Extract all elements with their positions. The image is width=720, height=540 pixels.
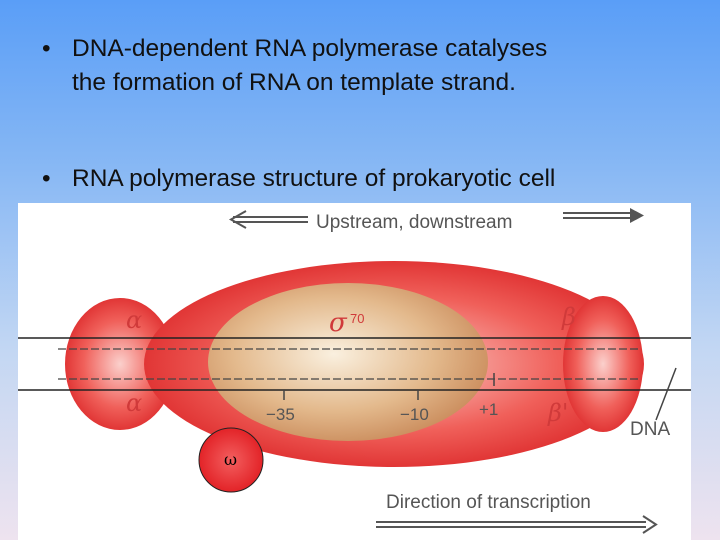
bullet-marker: • (42, 35, 51, 62)
direction-of-transcription-label: Direction of transcription (386, 492, 591, 513)
minus-10-label: −10 (400, 405, 429, 424)
transcription-direction-arrow (376, 515, 658, 534)
dna-label: DNA (630, 419, 670, 440)
bullet-marker: • (42, 165, 51, 192)
sigma-factor-subunit (208, 283, 488, 441)
omega-subunit (198, 427, 264, 493)
bullet-1-line-1: DNA-dependent RNA polymerase catalyses (72, 35, 548, 62)
alpha-bottom-label: α (126, 389, 142, 417)
sigma-number-label: 70 (350, 311, 364, 326)
minus-35-label: −35 (266, 405, 295, 424)
bullet-1: • DNA-dependent RNA polymerase catalyses… (42, 32, 682, 100)
upstream-downstream-arrow (228, 208, 644, 229)
alpha-top-label: α (126, 306, 142, 334)
beta-label: β (561, 303, 576, 331)
dna-strands (18, 337, 691, 421)
omega-label: ω (224, 450, 237, 469)
bullet-1-line-2: the formation of RNA on template strand. (72, 69, 516, 96)
bullet-2-line-1: RNA polymerase structure of prokaryotic … (72, 165, 556, 192)
rna-polymerase-svg: Upstream, downstream α α σ 70 β β' −35 −… (18, 208, 691, 534)
sigma-label: σ (329, 308, 348, 338)
bullet-2: • RNA polymerase structure of prokaryoti… (42, 162, 682, 196)
enzyme-body (65, 261, 644, 467)
plus-1-label: +1 (479, 400, 498, 419)
beta-prime-label: β' (547, 399, 568, 427)
upstream-downstream-label: Upstream, downstream (316, 212, 512, 233)
rna-polymerase-diagram: Upstream, downstream α α σ 70 β β' −35 −… (18, 203, 691, 540)
